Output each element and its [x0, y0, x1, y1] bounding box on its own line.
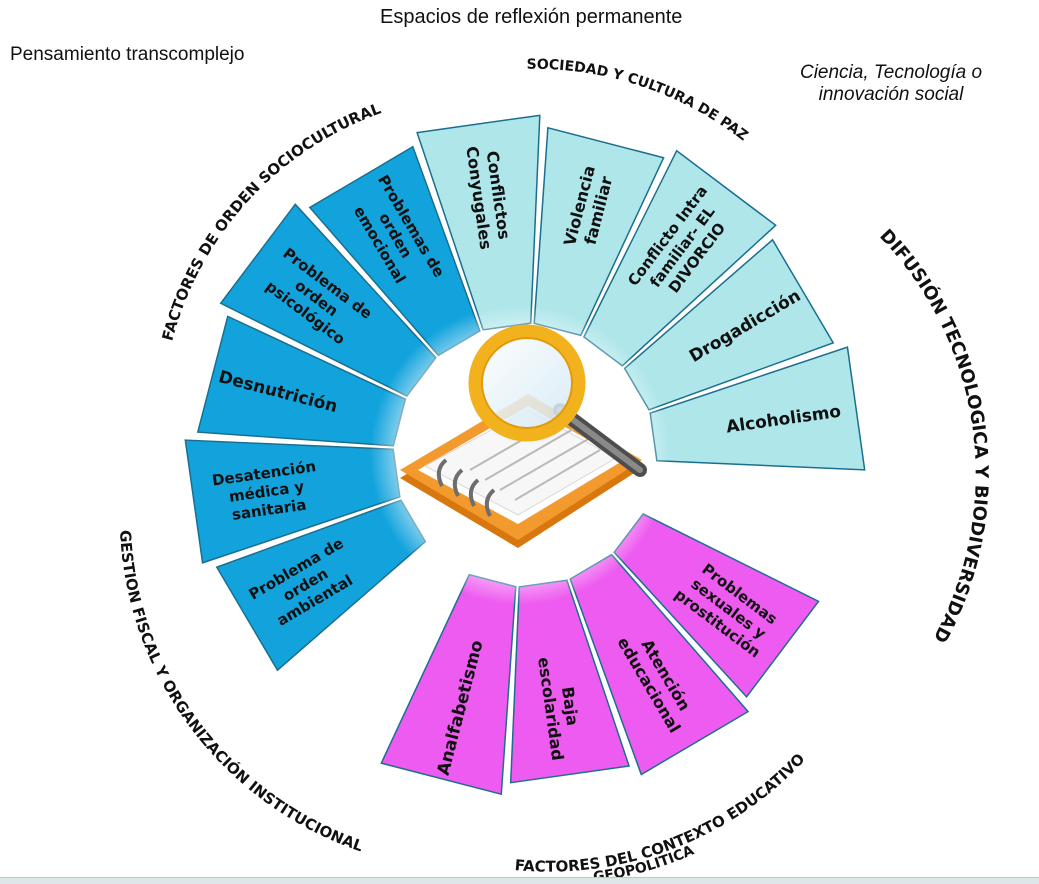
label-ciencia-line-2: innovación social — [818, 84, 964, 105]
label-ciencia-tecnologia: Ciencia, Tecnología o innovación social — [761, 62, 1021, 106]
magnifier-icon — [468, 324, 647, 477]
center-emblem — [370, 305, 670, 605]
bottom-strip — [0, 877, 1039, 884]
notebook-icon — [400, 394, 642, 548]
diagram-title: Espacios de reflexión permanente — [380, 6, 683, 28]
arc-label-difusion: DIFUSIÓN TECNOLOGICA Y BIODIVERSIDAD — [875, 225, 991, 646]
label-ciencia-line-1: Ciencia, Tecnología o — [799, 62, 983, 83]
label-pensamiento-transcomplejo: Pensamiento transcomplejo — [10, 44, 245, 65]
